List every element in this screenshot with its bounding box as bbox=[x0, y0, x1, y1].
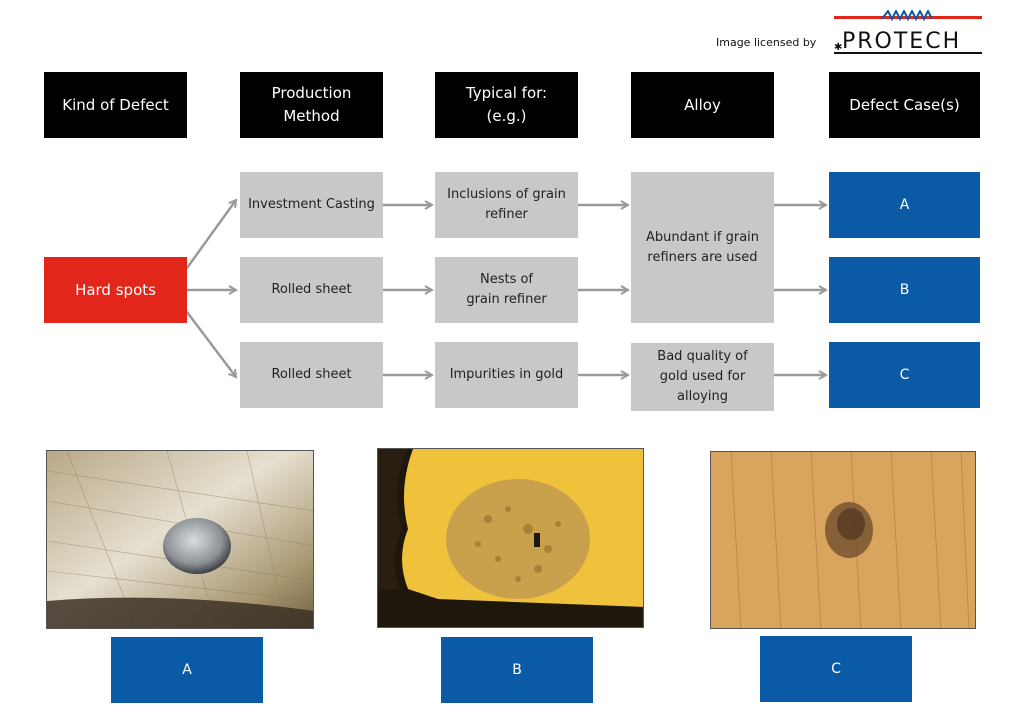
logo-mark-icon: PROTECH ✱ bbox=[834, 8, 982, 54]
header-production-method: Production Method bbox=[240, 72, 383, 138]
header-defect-cases: Defect Case(s) bbox=[829, 72, 980, 138]
method-box-2: Rolled sheet bbox=[240, 257, 383, 323]
alloy-bad-gold-box: Bad quality of gold used for alloying bbox=[631, 343, 774, 411]
method-box-1: Investment Casting bbox=[240, 172, 383, 238]
method-box-3: Rolled sheet bbox=[240, 342, 383, 408]
arrow-defect-to-method-3 bbox=[186, 311, 236, 377]
license-text: Image licensed by bbox=[716, 36, 817, 49]
typical-box-1: Inclusions of grain refiner bbox=[435, 172, 578, 238]
typical-box-2: Nests of grain refiner bbox=[435, 257, 578, 323]
defect-hard-spots: Hard spots bbox=[44, 257, 187, 323]
arrow-defect-to-method-1 bbox=[185, 200, 236, 269]
alloy-grain-refiner-box: Abundant if grain refiners are used bbox=[631, 172, 774, 323]
photo-label-c: C bbox=[760, 636, 912, 702]
photo-label-a: A bbox=[111, 637, 263, 703]
header-kind-of-defect: Kind of Defect bbox=[44, 72, 187, 138]
case-c-box: C bbox=[829, 342, 980, 408]
header-typical-for: Typical for: (e.g.) bbox=[435, 72, 578, 138]
logo-brand-text: PROTECH bbox=[842, 29, 961, 54]
svg-text:✱: ✱ bbox=[834, 42, 842, 53]
micrograph-b bbox=[377, 448, 644, 628]
photo-label-b: B bbox=[441, 637, 593, 703]
case-a-box: A bbox=[829, 172, 980, 238]
micrograph-a bbox=[46, 450, 314, 629]
micrograph-c bbox=[710, 451, 976, 629]
typical-box-3: Impurities in gold bbox=[435, 342, 578, 408]
header-alloy: Alloy bbox=[631, 72, 774, 138]
protech-logo: PROTECH ✱ bbox=[834, 8, 982, 56]
case-b-box: B bbox=[829, 257, 980, 323]
